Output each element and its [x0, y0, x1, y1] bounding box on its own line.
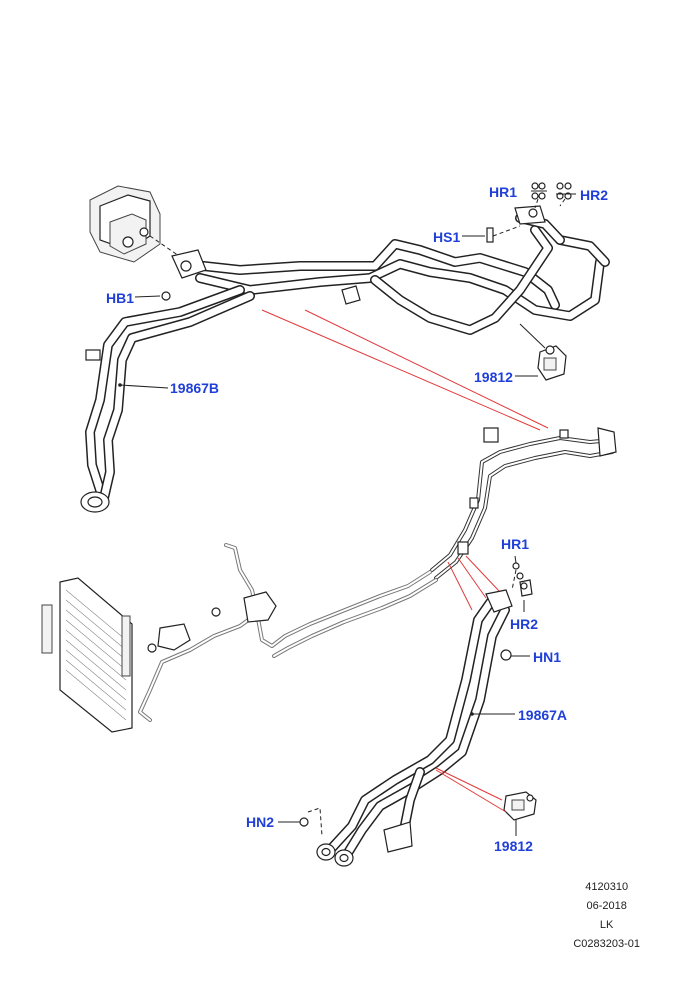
valve-block — [89, 185, 183, 263]
hb1-bolt — [161, 291, 171, 301]
condenser — [41, 577, 133, 733]
callout-line-2 — [304, 309, 549, 429]
callout-line-3 — [447, 561, 473, 611]
label-hn1: HN1 — [533, 649, 561, 665]
hn1-nut — [500, 649, 512, 661]
label-hb1: HB1 — [106, 290, 134, 306]
label-19812-bottom: 19812 — [494, 838, 533, 854]
drawing-reference-block: 4120310 06-2018 LK C0283203-01 — [573, 878, 640, 954]
label-hs1: HS1 — [433, 229, 460, 245]
drawing-code: 4120310 — [585, 881, 629, 893]
hs1-screw — [486, 227, 494, 243]
label-hr2-bottom: HR2 — [510, 616, 538, 632]
middle-pipe-run — [41, 427, 617, 733]
label-hn2: HN2 — [246, 814, 274, 830]
valve-19812-top — [537, 345, 567, 381]
callout-line-4 — [457, 557, 487, 599]
label-hr1-top: HR1 — [489, 184, 517, 200]
callout-line-1 — [261, 309, 541, 431]
valve-19812-bottom — [503, 791, 537, 821]
label-19867b: 19867B — [170, 380, 219, 396]
drawing-ref: C0283203-01 — [573, 938, 640, 950]
drawing-date: 06-2018 — [586, 900, 627, 912]
hn2-nut — [299, 817, 309, 827]
label-19812-top: 19812 — [474, 369, 513, 385]
label-hr1-bottom: HR1 — [501, 536, 529, 552]
drawing-initials: LK — [599, 919, 614, 931]
pipe-assembly-19867b — [80, 182, 610, 513]
label-19867a: 19867A — [518, 707, 567, 723]
label-hr2-top: HR2 — [580, 187, 608, 203]
pipe-assembly-19867a — [278, 555, 537, 867]
callout-line-5 — [465, 555, 501, 593]
hr-screws-top — [531, 182, 576, 209]
